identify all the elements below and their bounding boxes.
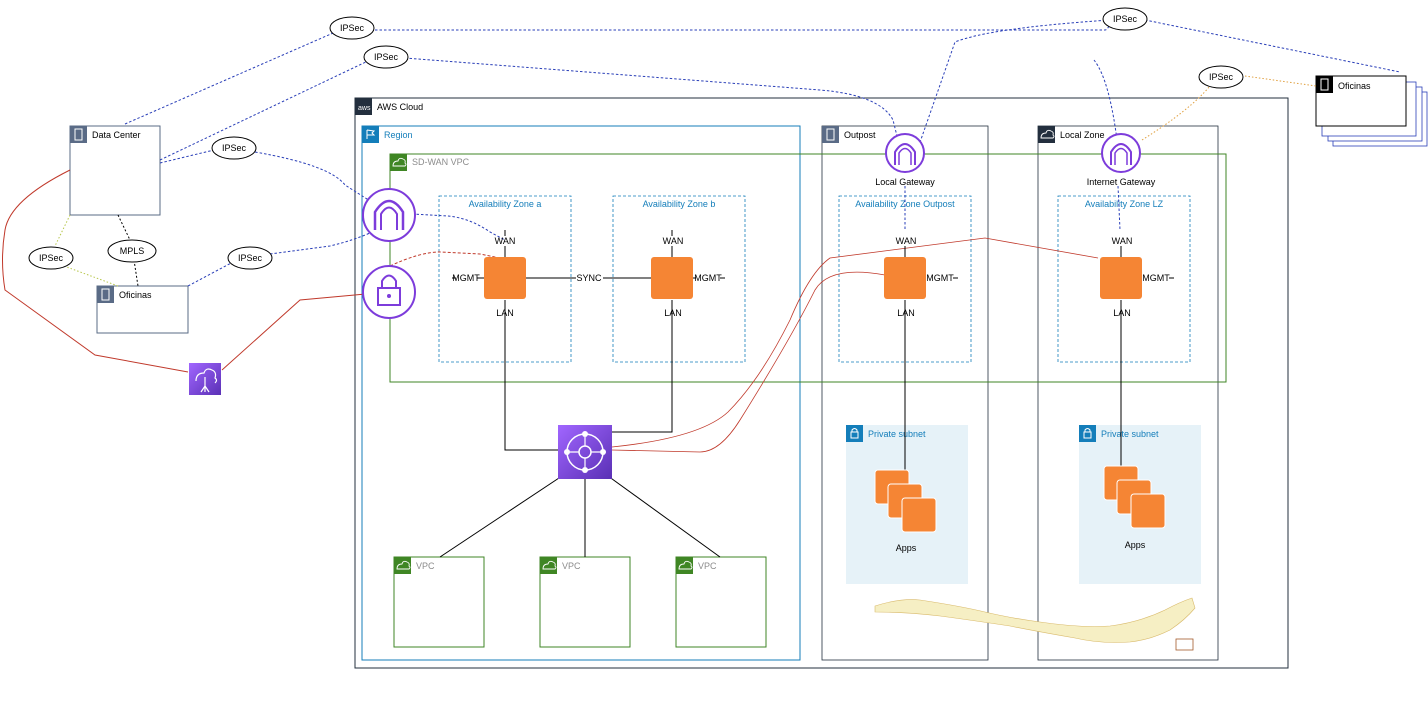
spoke-vpc-1: VPC <box>393 556 485 648</box>
ipsec-cloud-2: IPSec <box>363 45 409 69</box>
svg-text:WAN: WAN <box>495 236 516 246</box>
local-zone-group: Local Zone <box>1037 125 1219 661</box>
sdwan-appliance-a <box>484 257 526 299</box>
ipsec-cloud-4: IPSec <box>28 246 74 270</box>
direct-connect-lines <box>2 169 389 373</box>
aws-cloud-label: AWS Cloud <box>377 102 423 112</box>
lock-icon <box>846 425 863 442</box>
data-center-box: Data Center <box>69 125 161 216</box>
vpc1-label: VPC <box>416 561 435 571</box>
apps-outpost-icon: Apps <box>874 469 937 553</box>
svg-text:MGMT: MGMT <box>926 273 954 283</box>
outpost-icon <box>822 126 839 143</box>
black-links <box>439 230 1122 558</box>
az-lz-label: Availability Zone LZ <box>1085 199 1164 209</box>
svg-text:IPSec: IPSec <box>340 23 365 33</box>
vpc3-label: VPC <box>698 561 717 571</box>
ipsec-cloud-5: IPSec <box>227 246 273 270</box>
sdwan-appliance-b <box>651 257 693 299</box>
internet-gateway-label: Internet Gateway <box>1087 177 1156 187</box>
ipsec-tunnels <box>124 19 1401 287</box>
svg-text:LAN: LAN <box>1113 308 1131 318</box>
ipsec-cloud-3: IPSec <box>211 136 257 160</box>
aws-logo-icon <box>355 98 372 115</box>
svg-text:LAN: LAN <box>897 308 915 318</box>
region-label: Region <box>384 130 413 140</box>
transit-red-lines <box>611 237 1099 453</box>
spoke-vpc-3: VPC <box>675 556 767 648</box>
svg-text:WAN: WAN <box>663 236 684 246</box>
svg-text:IPSec: IPSec <box>222 143 247 153</box>
building-icon <box>70 126 87 143</box>
oficinas-left-label: Oficinas <box>119 290 152 300</box>
svg-text:IPSec: IPSec <box>238 253 263 263</box>
local-zone-label: Local Zone <box>1060 130 1105 140</box>
private-subnet-lz-label: Private subnet <box>1101 429 1159 439</box>
local-gateway-label: Local Gateway <box>875 177 935 187</box>
az-b-label: Availability Zone b <box>643 199 716 209</box>
availability-zone-b: Availability Zone b <box>612 195 746 363</box>
oficinas-right-stack: Oficinas <box>1315 75 1428 147</box>
dotted-links <box>54 214 119 287</box>
svg-text:MPLS: MPLS <box>120 246 145 256</box>
sdwan-appliance-outpost <box>884 257 926 299</box>
az-a-label: Availability Zone a <box>469 199 542 209</box>
apps-lz-icon: Apps <box>1103 465 1166 550</box>
svg-text:WAN: WAN <box>896 236 917 246</box>
direct-connect-icon <box>189 363 221 395</box>
cloud-icon <box>1038 126 1055 143</box>
outpost-label: Outpost <box>844 130 876 140</box>
svg-text:MGMT: MGMT <box>694 273 722 283</box>
spoke-vpc-2: VPC <box>539 556 631 648</box>
svg-text:LAN: LAN <box>496 308 514 318</box>
aws-cloud-group: aws AWS Cloud <box>354 97 1289 669</box>
vpc-cloud-icon <box>676 557 693 574</box>
apps-outpost-label: Apps <box>896 543 917 553</box>
aws-logo-text: aws <box>358 105 371 112</box>
svg-text:LAN: LAN <box>664 308 682 318</box>
svg-text:MGMT: MGMT <box>452 273 480 283</box>
vpc2-label: VPC <box>562 561 581 571</box>
building-icon <box>97 286 114 303</box>
sync-label: SYNC <box>576 273 602 283</box>
local-gateway-icon: Local Gateway <box>875 133 935 187</box>
ipsec-cloud-6: IPSec <box>1102 7 1148 31</box>
ipsec-cloud-7: IPSec <box>1198 65 1244 89</box>
oficinas-left-box: Oficinas <box>96 285 189 334</box>
vpc-cloud-icon <box>540 557 557 574</box>
vpc-cloud-icon <box>390 154 407 171</box>
red-dashed <box>389 251 501 267</box>
region-group: Region <box>361 125 801 661</box>
customer-gateway-lock-icon <box>362 265 416 319</box>
mpls-cloud: MPLS <box>107 239 157 263</box>
transit-gateway-icon <box>558 425 612 479</box>
svg-text:MGMT: MGMT <box>1142 273 1170 283</box>
data-center-label: Data Center <box>92 130 141 140</box>
mpls-links <box>117 214 139 287</box>
svg-text:IPSec: IPSec <box>1209 72 1234 82</box>
outpost-group: Outpost <box>821 125 989 661</box>
availability-zone-a: Availability Zone a <box>438 195 572 363</box>
svg-text:IPSec: IPSec <box>374 52 399 62</box>
svg-text:IPSec: IPSec <box>1113 14 1138 24</box>
apps-lz-label: Apps <box>1125 540 1146 550</box>
oficinas-right-label: Oficinas <box>1338 81 1371 91</box>
vpn-gateway-icon <box>362 188 416 242</box>
port-labels: WAN LAN MGMT WAN LAN MGMT SYNC WAN LAN M… <box>452 236 1174 318</box>
sdwan-vpc-label: SD-WAN VPC <box>412 157 470 167</box>
vpc-cloud-icon <box>394 557 411 574</box>
svg-text:IPSec: IPSec <box>39 253 64 263</box>
building-icon <box>1316 76 1333 93</box>
chile-map-image <box>874 597 1196 651</box>
sdwan-appliance-lz <box>1100 257 1142 299</box>
dotted-link-orange <box>1141 85 1211 141</box>
dotted-link-orange <box>1244 75 1317 87</box>
svg-text:WAN: WAN <box>1112 236 1133 246</box>
private-subnet-outpost-label: Private subnet <box>868 429 926 439</box>
availability-zone-lz: Availability Zone LZ <box>1057 195 1191 363</box>
internet-gateway-icon: Internet Gateway <box>1087 133 1156 187</box>
ipsec-cloud-1: IPSec <box>329 16 375 40</box>
lock-icon <box>1079 425 1096 442</box>
